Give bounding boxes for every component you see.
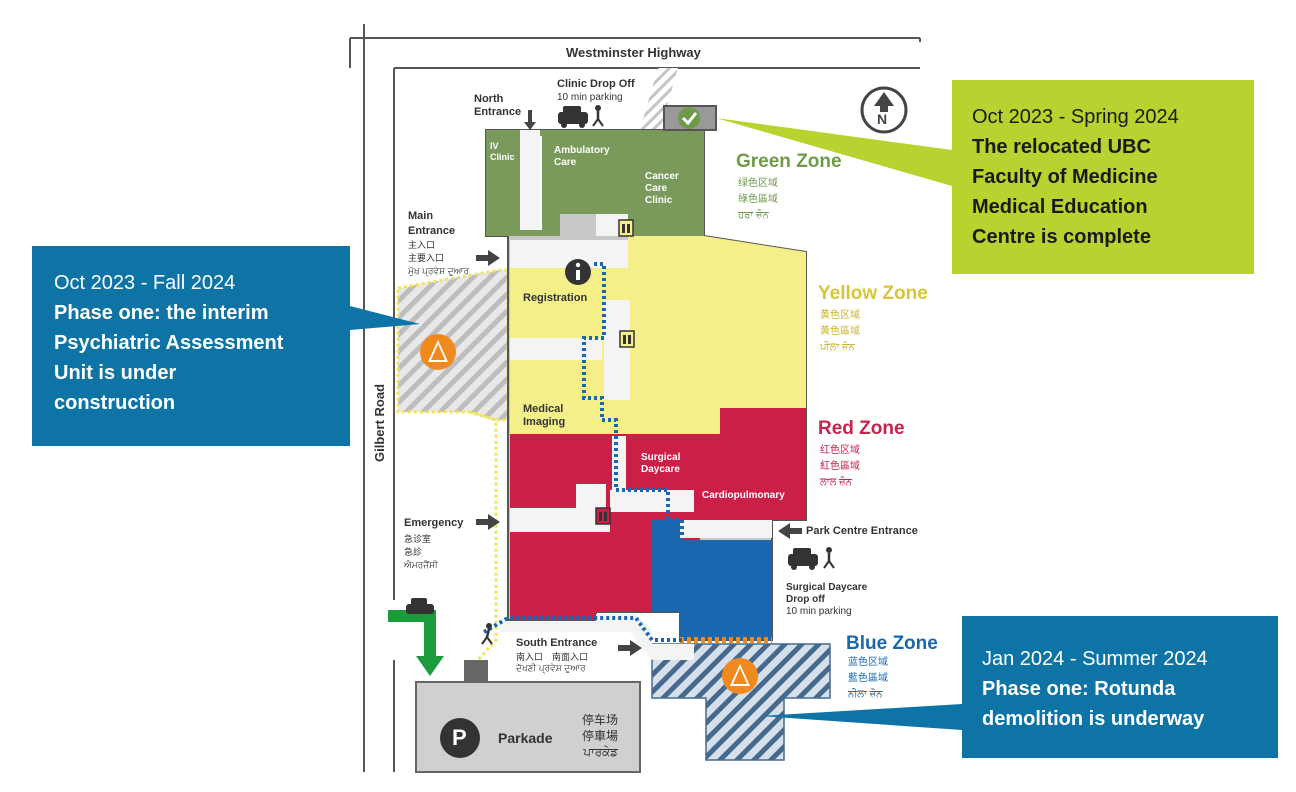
south-entrance-translation: ਦੱਖਣੀ ਪ੍ਰਵੇਸ਼ ਦੁਆਰ [516,663,586,673]
blue-zone-translation: 蓝色区域 [848,657,888,668]
entrance-arrows [476,110,802,656]
south-walkway [496,614,652,660]
park-centre-entrance-label: Park Centre Entrance [806,525,918,537]
yellow-zone-title: Yellow Zone [818,283,928,304]
car-route-arrow [388,610,444,676]
main-entrance-label: Main Entrance [408,210,456,237]
clinic-dropoff-note: 10 min parking [557,92,623,103]
roads [349,24,921,772]
green-corridor [520,130,540,230]
callout-message: Phase one: the interim Psychiatric Asses… [54,302,284,414]
red-zone-title: Red Zone [818,418,905,439]
ambulatory-care-label: Ambulatory Care [554,145,610,168]
green-zone-translation: ਹਰਾ ਜ਼ੋਨ [738,210,769,221]
car-icon [788,548,818,570]
registration-label: Registration [523,292,588,304]
surgical-dropoff-note: 10 min parking [786,606,852,617]
iv-clinic-label: IV Clinic [490,141,515,162]
surgical-daycare-label: Surgical Daycare [641,452,681,475]
westminster-highway-label: Westminster Highway [566,45,701,60]
red-zone-translation: 紅色區域 [820,461,860,472]
yellow-corridor-west [510,338,602,360]
car-icon [406,598,434,614]
yellow-zone-translation: 黄色区域 [820,310,860,321]
callout-date: Jan 2024 - Summer 2024 [982,648,1208,670]
main-entrance-translation: ਮੁੱਖ ਪ੍ਰਵੇਸ਼ ਦੁਆਰ [408,266,469,276]
north-label: N [877,111,888,127]
blue-zone-translation: ਨੀਲਾ ਜ਼ੋਨ [848,689,883,700]
green-zone-title: Green Zone [736,151,842,172]
gilbert-road-label: Gilbert Road [372,383,387,462]
elevator-icon [595,507,611,525]
red-zone-translation: 红色区域 [820,445,860,456]
red-corridor-east [610,490,694,512]
callout-date: Oct 2023 - Fall 2024 [54,272,236,294]
pedestrian-icon [592,105,604,127]
callout-date: Oct 2023 - Spring 2024 [972,106,1179,128]
medical-imaging-label: Medical Imaging [523,403,566,428]
parkade-icon-letter: P [452,725,467,750]
top-right-callout-pointer [716,118,952,186]
check-icon [678,107,700,129]
construction-cone-icon [420,334,456,370]
south-entrance-label: South Entrance [516,637,598,649]
yellow-corridor-mid [604,300,630,400]
parkade-icon [440,718,480,758]
pedestrian-icon [823,547,835,569]
clinic-dropoff-title: Clinic Drop Off [557,78,635,90]
parkade-label: Parkade [498,730,553,746]
main-entrance-translation: 主入口 [408,240,436,250]
emergency-translation: 急诊室 [404,534,432,544]
emergency-translation: ਐਮਰਜੈਂਸੀ [404,560,438,570]
wayfinding-route [482,262,684,642]
cardiopulmonary-label: Cardiopulmonary [702,490,785,501]
car-icon [558,106,588,128]
callout-psychiatric: Oct 2023 - Fall 2024 Phase one: the inte… [32,246,350,446]
yellow-zone-translation: 黃色區域 [820,326,860,337]
left-callout-pointer [350,306,420,330]
blue-zone-translation: 藍色區域 [848,673,888,684]
parkade-translations: 停车场 停車場 ਪਾਰਕੇਡ [581,713,618,759]
south-entrance-translation: 南入口 南面入口 [516,652,589,662]
parkade-stairs [464,660,488,682]
elevator-icon [619,330,635,348]
construction-cone-icon [722,658,758,694]
iv-clinic-block [498,130,520,236]
surgical-dropoff-title: Surgical Daycare Drop off [786,582,868,605]
site-perimeter [469,410,498,662]
red-zone-area [510,408,806,620]
bottom-right-callout-pointer [760,704,962,730]
emergency-translation: 急診 [404,547,423,557]
main-entrance-translation: 主要入口 [408,253,445,263]
cancer-care-clinic-label: Cancer Care Clinic [645,171,679,206]
north-entrance-label: North Entrance [474,93,522,118]
blue-zone-title: Blue Zone [846,633,938,654]
rotunda-demolition-area [651,643,831,761]
north-crosswalk [640,68,678,130]
green-zone-translation: 綠色區域 [738,194,778,205]
pedestrian-icon [481,623,493,645]
info-icon [565,259,591,285]
red-zone-translation: ਲਾਲ ਜ਼ੋਨ [820,477,852,488]
north-arrow-icon [860,86,908,134]
callout-message: Phase one: Rotunda demolition is underwa… [982,678,1205,730]
callout-medical-education: Oct 2023 - Spring 2024 The relocated UBC… [952,80,1254,274]
elevator-icon [618,219,634,237]
yellow-zone-translation: ਪੀਲਾ ਜ਼ੋਨ [820,342,855,353]
callout-rotunda: Jan 2024 - Summer 2024 Phase one: Rotund… [962,616,1278,758]
callout-message: The relocated UBC Faculty of Medicine Me… [972,136,1158,248]
emergency-label: Emergency [404,517,464,529]
green-zone-translation: 绿色区域 [738,178,778,189]
